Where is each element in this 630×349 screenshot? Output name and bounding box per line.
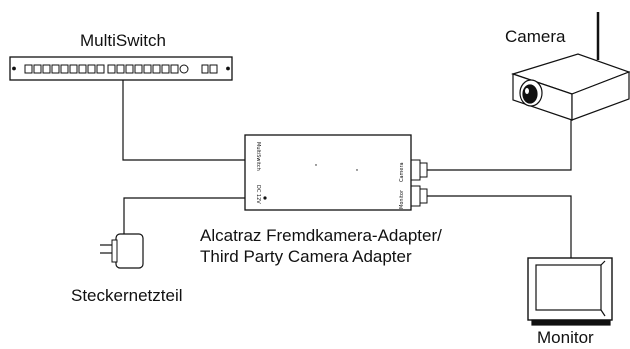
cable-multiswitch	[122, 80, 245, 161]
adapter-port-label-monitor: Monitor	[399, 189, 405, 209]
cable-monitor	[427, 195, 572, 258]
monitor-device	[527, 257, 613, 326]
camera-device	[511, 12, 630, 121]
camera-label: Camera	[505, 27, 566, 46]
cable-camera	[427, 110, 572, 171]
power-supply-label: Steckernetzteil	[71, 286, 183, 305]
adapter-port-label-camera: Camera	[399, 162, 405, 182]
adapter-label-line1: Alcatraz Fremdkamera-Adapter/	[200, 226, 442, 245]
multiswitch-label: MultiSwitch	[80, 31, 166, 50]
cable-power	[123, 197, 245, 236]
adapter-box	[244, 134, 428, 211]
monitor-label: Monitor	[537, 328, 594, 347]
adapter-label-line2: Third Party Camera Adapter	[200, 247, 412, 266]
power-supply-device	[100, 233, 144, 269]
adapter-port-label-multiswitch: MultiSwitch	[255, 142, 261, 171]
adapter-port-label-dc: DC 12V	[255, 185, 261, 204]
multiswitch-ports	[24, 64, 179, 74]
multiswitch-device	[9, 56, 233, 81]
